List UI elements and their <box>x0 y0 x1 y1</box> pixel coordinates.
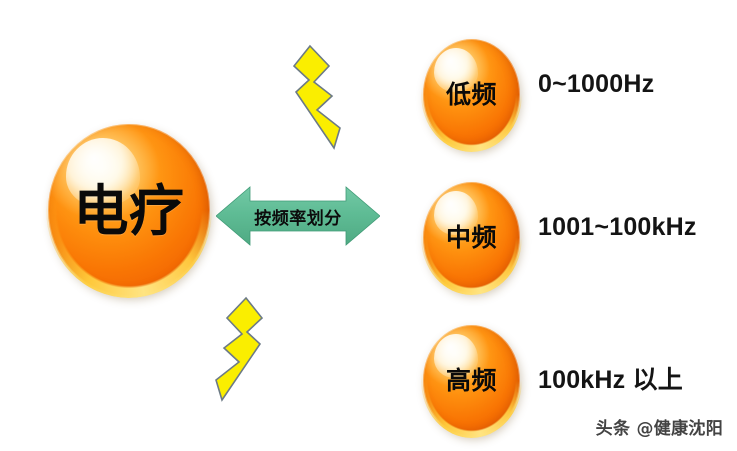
divider-label: 按频率划分 <box>254 208 342 229</box>
divider-double-arrow: 按频率划分 <box>216 185 380 247</box>
branch-value-high-frequency: 100kHz 以上 <box>538 366 683 394</box>
watermark-text: 头条 @健康沈阳 <box>595 419 723 439</box>
branch-node-label-high-frequency: 高频 <box>445 365 497 395</box>
root-node-sphere: 电疗 <box>48 124 210 296</box>
branch-node-label-low-frequency: 低频 <box>445 79 497 109</box>
branch-value-low-frequency: 0~1000Hz <box>538 70 655 98</box>
branch-node-sphere-low-frequency: 低频 <box>423 39 520 150</box>
branch-node-label-mid-frequency: 中频 <box>445 222 497 252</box>
lightning-bolt-icon-lower <box>198 296 268 408</box>
lightning-bolt-icon-upper <box>288 44 358 156</box>
root-node-label: 电疗 <box>73 177 185 243</box>
branch-node-sphere-mid-frequency: 中频 <box>423 182 520 293</box>
branch-value-mid-frequency: 1001~100kHz <box>538 213 697 241</box>
branch-node-sphere-high-frequency: 高频 <box>423 325 520 436</box>
